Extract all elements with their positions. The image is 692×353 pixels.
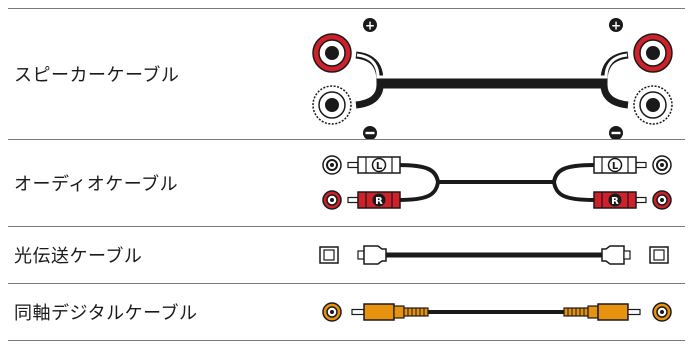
left-plug-r-label: R xyxy=(375,196,383,207)
left-negative-icon xyxy=(363,126,377,139)
left-plug-l-label: L xyxy=(376,161,383,172)
audio-cable-illustration: L R L xyxy=(298,140,685,226)
speaker-cable-illustration: + + xyxy=(298,9,685,139)
right-red-plug: R xyxy=(593,191,647,209)
left-optical-port-icon xyxy=(319,246,339,264)
audio-cable-wire xyxy=(397,163,595,202)
left-red-jack-icon xyxy=(322,190,342,210)
cable-table: スピーカーケーブル xyxy=(8,8,685,341)
right-optical-plug xyxy=(601,245,631,265)
row-optical-cable: 光伝送ケーブル xyxy=(8,227,685,284)
right-optical-port-icon xyxy=(649,246,669,264)
left-optical-plug xyxy=(357,245,387,265)
row-coaxial-digital-cable: 同軸デジタルケーブル xyxy=(8,284,685,341)
right-white-plug: L xyxy=(593,156,647,174)
right-plug-r-label: R xyxy=(611,196,619,207)
label-speaker-cable: スピーカーケーブル xyxy=(14,65,180,86)
optical-cable-illustration xyxy=(298,227,685,283)
left-red-plug: R xyxy=(347,191,401,209)
coaxial-cable-illustration xyxy=(298,284,685,340)
right-white-terminal-icon xyxy=(633,85,673,125)
row-audio-cable: オーディオケーブル xyxy=(8,140,685,227)
right-coax-jack-icon xyxy=(652,302,672,322)
left-positive-icon: + xyxy=(363,18,377,33)
right-plug-l-label: L xyxy=(612,161,619,172)
right-negative-icon xyxy=(609,126,623,139)
svg-text:+: + xyxy=(365,19,375,33)
label-coaxial-digital-cable: 同軸デジタルケーブル xyxy=(14,303,198,324)
speaker-wire xyxy=(355,51,629,109)
left-coax-plug xyxy=(351,303,429,321)
row-speaker-cable: スピーカーケーブル xyxy=(8,9,685,140)
left-coax-jack-icon xyxy=(322,302,342,322)
right-white-jack-icon xyxy=(652,155,672,175)
right-red-jack-icon xyxy=(652,190,672,210)
svg-text:+: + xyxy=(611,19,621,33)
left-white-terminal-icon xyxy=(312,85,352,125)
left-red-terminal-icon xyxy=(312,33,352,73)
right-positive-icon: + xyxy=(609,18,623,33)
label-audio-cable: オーディオケーブル xyxy=(14,174,179,195)
label-optical-cable: 光伝送ケーブル xyxy=(14,246,143,267)
left-white-jack-icon xyxy=(322,155,342,175)
right-red-terminal-icon xyxy=(633,33,673,73)
left-white-plug: L xyxy=(347,156,401,174)
right-coax-plug xyxy=(563,303,641,321)
